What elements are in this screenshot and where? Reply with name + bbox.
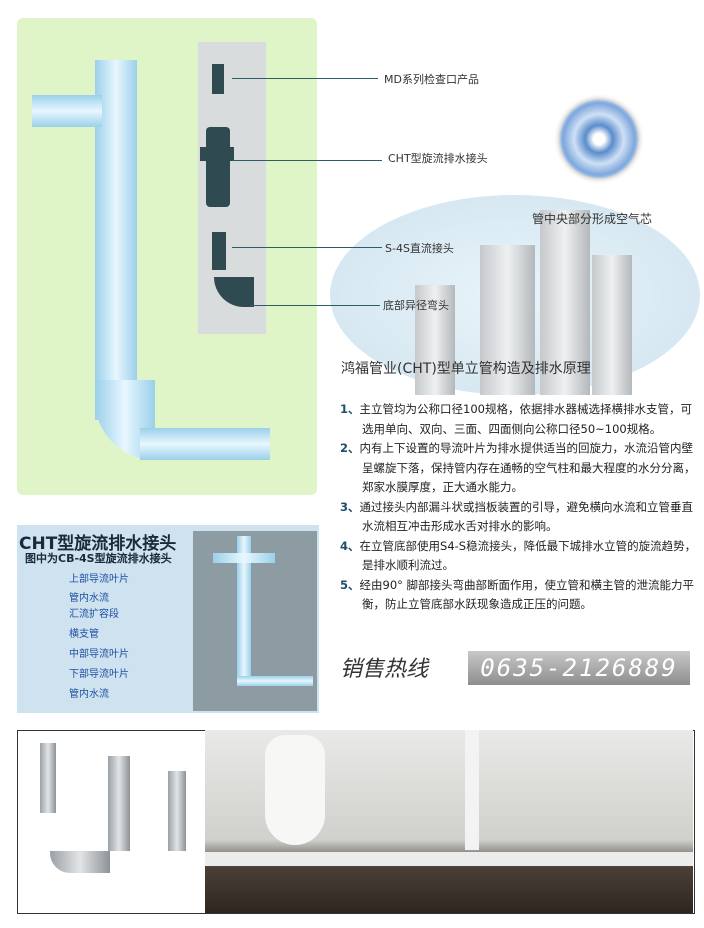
air-core-image bbox=[560, 100, 638, 178]
cht-title: CHT型旋流排水接头 bbox=[19, 534, 177, 554]
cht-subtitle: 图中为CB-4S型旋流排水接头 bbox=[25, 552, 172, 565]
cht-label: 中部导流叶片 bbox=[69, 649, 129, 660]
list-item: 5、经由90° 脚部接头弯曲部断面作用，使立管和横主管的泄流能力平衡，防止立管底… bbox=[340, 577, 695, 612]
callout-md-inspection: MD系列检查口产品 bbox=[384, 73, 479, 86]
list-item: 1、主立管均为公称口径100规格，依据排水器械选择横排水支管，可选用单向、双向、… bbox=[340, 402, 692, 436]
pipe-diagram-panel bbox=[17, 18, 317, 495]
vertical-pipe bbox=[95, 60, 137, 420]
list-item: 4、在立管底部使用S4-S稳流接头，降低最下城排水立管的旋流趋势，是排水顺利流过… bbox=[340, 538, 697, 573]
callout-s4s-joint: S-4S直流接头 bbox=[385, 242, 454, 255]
cht-label: 管内水流 bbox=[69, 593, 109, 604]
building-illustration bbox=[330, 195, 700, 395]
list-item: 2、内有上下设置的导流叶片为排水提供适当的回旋力，水流沿管内壁呈螺旋下落，保持管… bbox=[340, 441, 696, 494]
cht-label: 横支管 bbox=[69, 629, 99, 640]
callout-cht-joint: CHT型旋流排水接头 bbox=[388, 152, 488, 165]
air-core-caption: 管中央部分形成空气芯 bbox=[532, 212, 653, 226]
cht-label: 汇流扩容段 bbox=[69, 609, 119, 620]
list-item: 3、通过接头内部漏斗状或挡板装置的引导，避免横向水流和立管垂直水流相互冲击形成水… bbox=[340, 499, 694, 534]
hotline-phone: 0635-2126889 bbox=[468, 651, 690, 685]
callout-bottom-elbow: 底部异径弯头 bbox=[383, 299, 449, 312]
cht-joint-diagram bbox=[193, 531, 317, 711]
principle-title: 鸿福管业(CHT)型单立管构造及排水原理 bbox=[341, 361, 591, 377]
horizontal-pipe bbox=[140, 428, 270, 460]
product-stack bbox=[198, 42, 266, 334]
cht-label: 管内水流 bbox=[69, 689, 109, 700]
bathroom-installation-photo bbox=[205, 730, 693, 913]
cht-label: 上部导流叶片 bbox=[69, 574, 129, 585]
branch-pipe bbox=[32, 95, 102, 127]
hotline-label: 销售热线 bbox=[340, 657, 429, 682]
cht-label: 下部导流叶片 bbox=[69, 669, 129, 680]
principle-list: 1、主立管均为公称口径100规格，依据排水器械选择横排水支管，可选用单向、双向、… bbox=[340, 400, 700, 615]
